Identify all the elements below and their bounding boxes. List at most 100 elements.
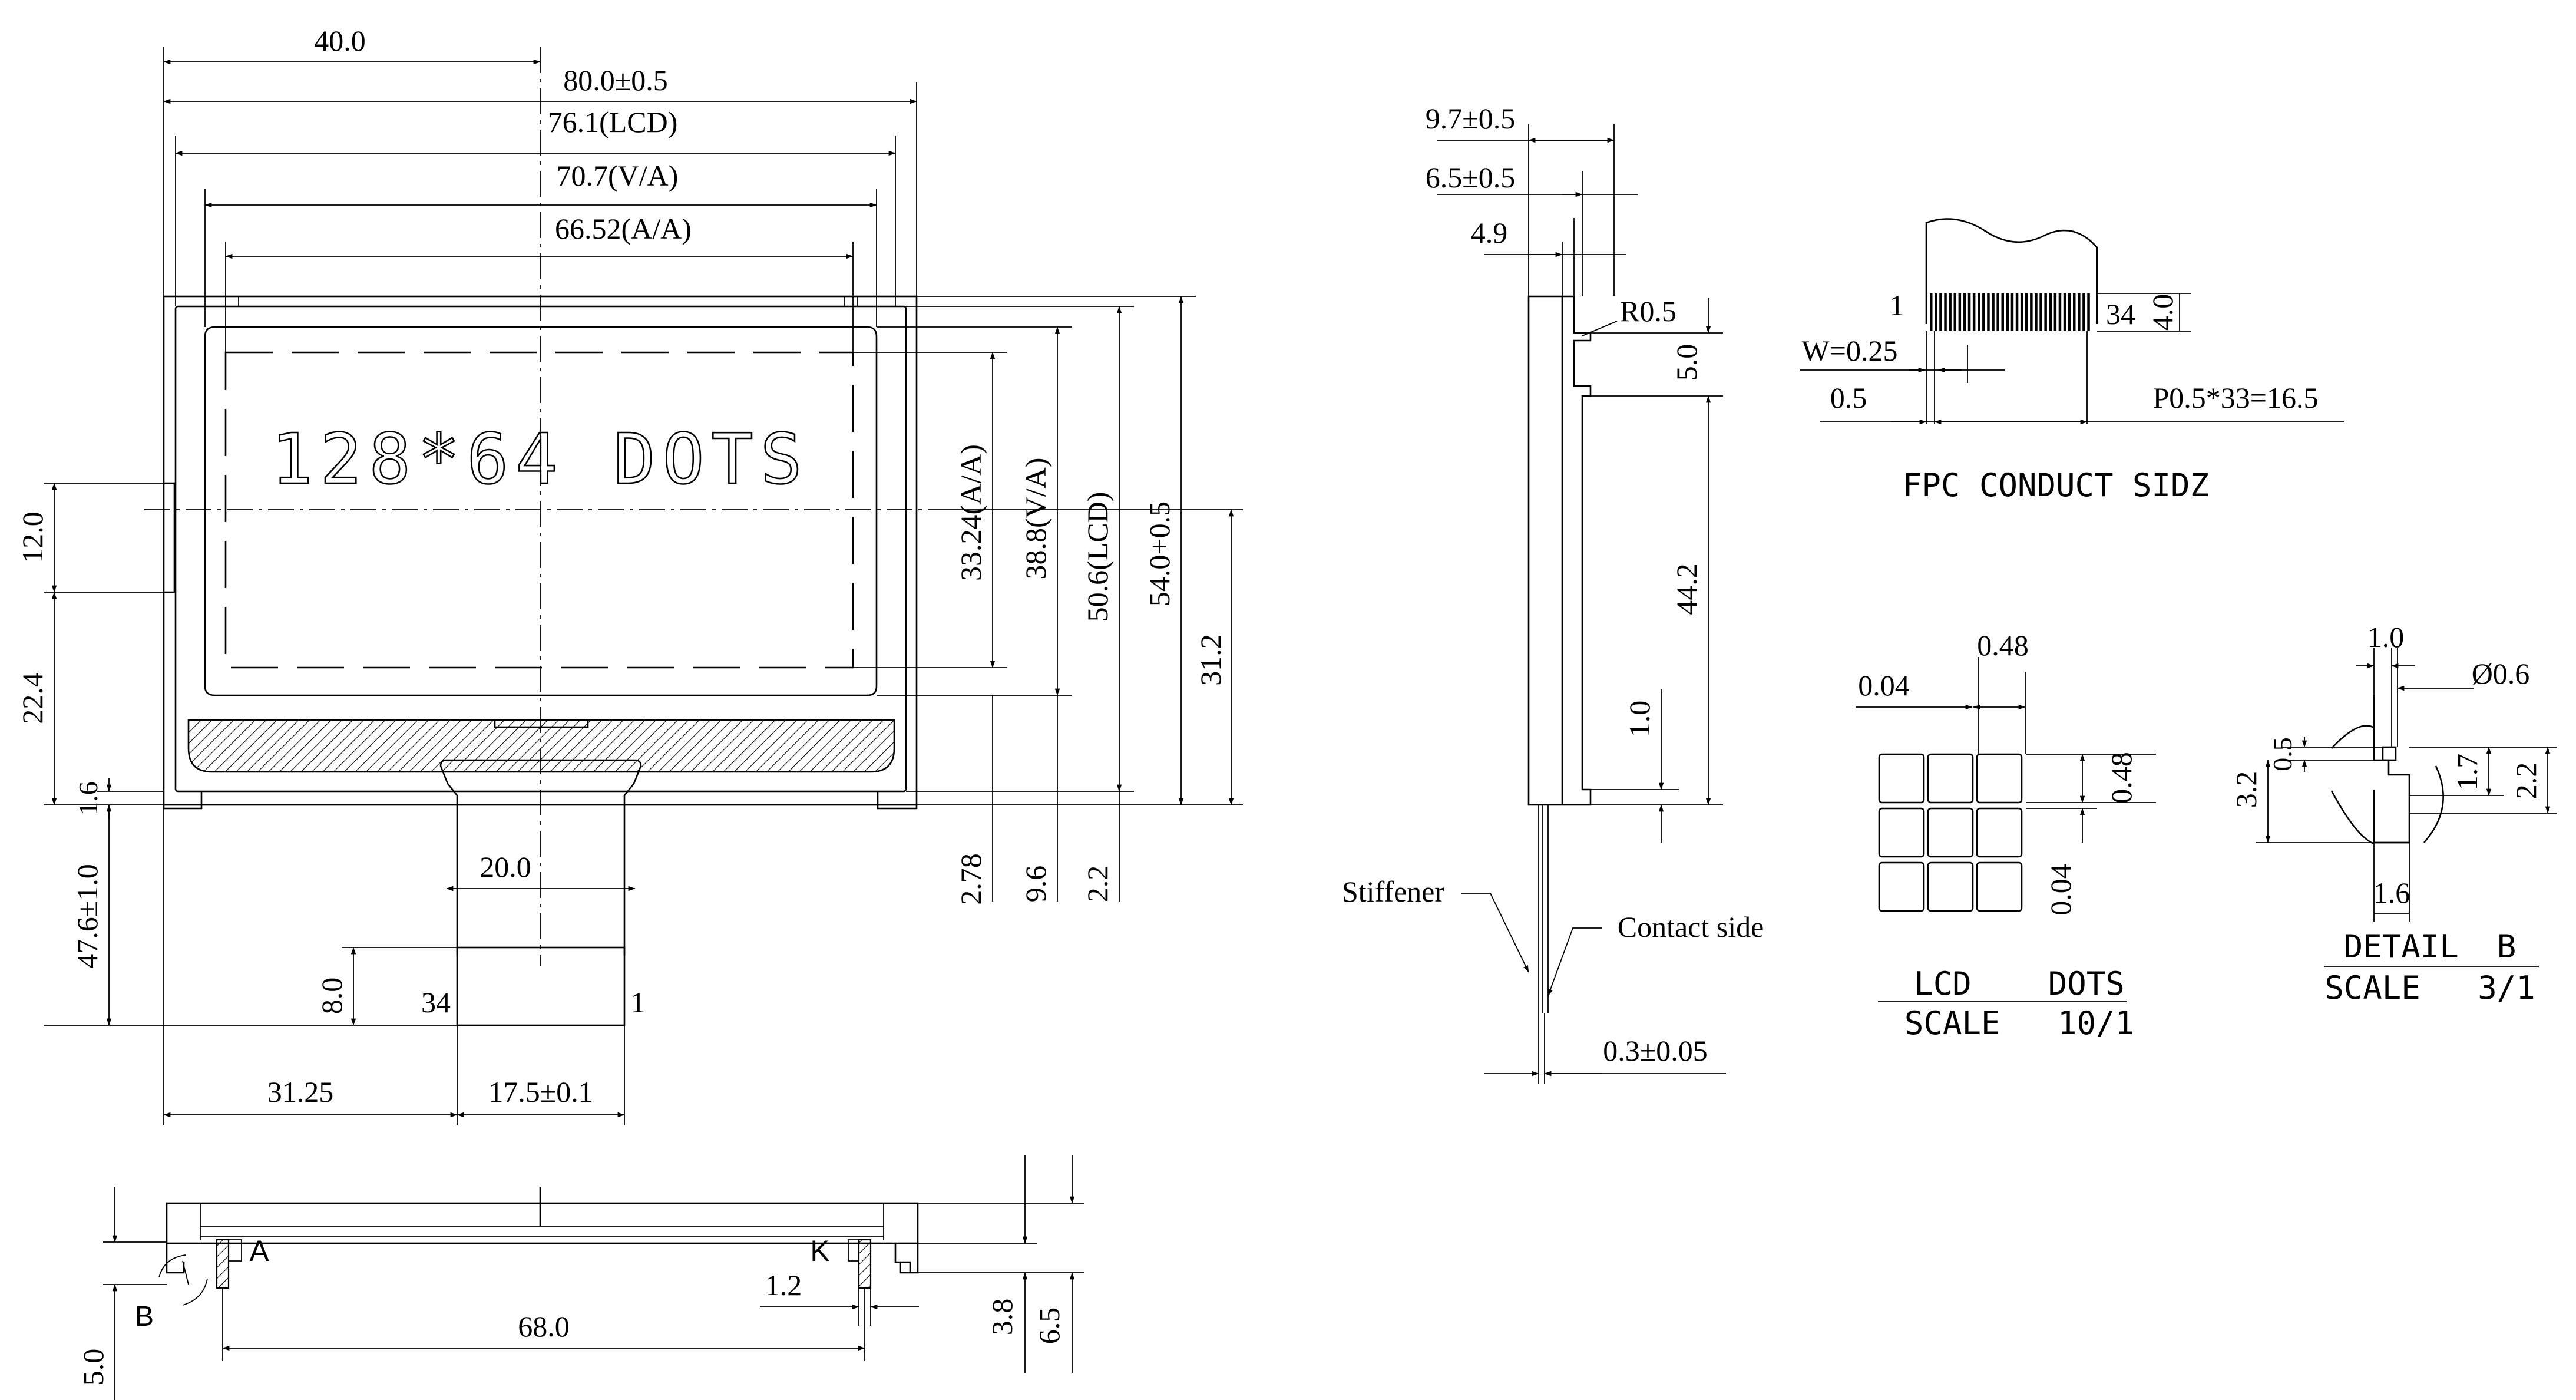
dim-17-5: 17.5±0.1 (488, 1075, 593, 1108)
detail-b-scale: SCALE 3/1 (2324, 969, 2535, 1006)
dim-1-6: 1.6 (73, 781, 103, 815)
fpc-contact-pad (2015, 293, 2019, 331)
fpc-side (1538, 805, 1549, 1013)
dim-va-height: 38.8(V/A) (1019, 458, 1052, 580)
stiffener-label: Stiffener (1342, 875, 1444, 908)
fpc-contact-pad (2001, 293, 2004, 331)
fpc-contact-pad (2058, 293, 2062, 331)
bottom-dim-6-5: 6.5 (1033, 1307, 1066, 1345)
fpc-width-label: W=0.25 (1802, 334, 1898, 367)
dim-aa-width: 66.52(A/A) (555, 212, 692, 245)
fpc-contact-pad (1996, 293, 1999, 331)
dim-fpc-width: 20.0 (480, 850, 531, 883)
fpc-contact-pad (1944, 293, 1947, 331)
lcd-glass-outline (174, 305, 907, 793)
dim-outline-height: 54.0+0.5 (1143, 501, 1176, 606)
fpc-contact-pad (2020, 293, 2023, 331)
detail-b-title: DETAIL B (2344, 928, 2517, 965)
lcd-dot (1976, 753, 2023, 804)
led-pin-a (216, 1239, 230, 1289)
dim-31-2: 31.2 (1194, 634, 1227, 686)
bottom-outline (166, 1202, 919, 1244)
dim-9-7: 9.7±0.5 (1426, 102, 1515, 135)
fpc-contact-pad (1978, 293, 1980, 331)
fpc-contact-pad (1992, 293, 1995, 331)
dim-9-6: 9.6 (1019, 866, 1052, 903)
detail-b-dim-1-6: 1.6 (2373, 876, 2410, 909)
lcd-dot (1927, 861, 1974, 912)
fpc-contact-pad (1949, 293, 1952, 331)
front-view: 128*64 DOTS 40.0 80.0±0.5 76.1(LCD) 70.7… (16, 24, 1243, 1125)
dim-outline-width: 80.0±0.5 (563, 64, 667, 97)
fpc-contact-pad (2078, 293, 2081, 331)
fpc-dim-0-5: 0.5 (1830, 381, 1867, 414)
side-profile (1527, 295, 1592, 806)
detail-b-dim-2-2: 2.2 (2509, 762, 2542, 800)
fpc-contact-pad (2063, 293, 2066, 331)
detail-b-dim-diameter: Ø0.6 (2472, 657, 2530, 690)
fpc-tail (439, 759, 642, 956)
fpc-end-outline (1925, 218, 2098, 324)
fpc-detail-title: FPC CONDUCT SIDZ (1903, 467, 2209, 504)
dim-6-5: 6.5±0.5 (1426, 161, 1515, 194)
bottom-dim-3-8: 3.8 (986, 1299, 1019, 1336)
side-notch (164, 482, 176, 593)
led-anode-label: A (249, 1234, 269, 1267)
fpc-contact-pad (2035, 293, 2038, 331)
fpc-contact-pad (2030, 293, 2033, 331)
dots-dim-0-48-right: 0.48 (2105, 752, 2138, 804)
viewing-area-outline (204, 326, 878, 696)
dim-1-0: 1.0 (1623, 701, 1656, 738)
dim-lcd-height: 50.6(LCD) (1081, 492, 1114, 622)
dim-68: 68.0 (518, 1310, 570, 1343)
fpc-contact-pads (1930, 293, 2090, 331)
fpc-contact-pad (1987, 293, 1990, 331)
dim-4-9: 4.9 (1471, 216, 1508, 249)
contact-side-label: Contact side (1618, 910, 1764, 943)
fpc-dim-4-0: 4.0 (2146, 294, 2179, 331)
detail-b-callout-circle (158, 1254, 208, 1306)
bottom-view: A K B 1.2 68.0 5.0 3.8 6.5 (77, 1155, 1084, 1400)
fpc-contact-pad (2039, 293, 2042, 331)
detail-b-dim-3-2: 3.2 (2230, 771, 2263, 808)
dim-lcd-width: 76.1(LCD) (548, 105, 678, 138)
fpc-contact-pad (2073, 293, 2076, 331)
fpc-conduct-detail: 1 34 4.0 W=0.25 0.5 P0.5*33=16.5 FPC CON… (1800, 218, 2344, 504)
led-pin-k (858, 1239, 872, 1289)
fpc-contact-pad (2010, 293, 2014, 331)
bezel-tabs (225, 296, 858, 306)
dots-dim-0-48-top: 0.48 (1977, 629, 2029, 662)
ic-bump (494, 719, 589, 728)
detail-b-dim-1-7: 1.7 (2451, 754, 2484, 791)
fpc-stiffener-area (456, 946, 626, 1026)
dim-2-2: 2.2 (1081, 866, 1114, 903)
dim-1-2: 1.2 (765, 1269, 802, 1302)
r-0-5-label: R0.5 (1620, 295, 1676, 328)
dim-aa-height: 33.24(A/A) (954, 444, 987, 581)
lcd-dot (1878, 807, 1925, 858)
dots-dim-0-04-left: 0.04 (1858, 669, 1910, 702)
fpc-contact-pad (2025, 293, 2028, 331)
width-dimensions: 40.0 80.0±0.5 76.1(LCD) 70.7(V/A) 66.52(… (163, 24, 917, 352)
bottom-feet (163, 791, 918, 810)
detail-b-dim-0-5: 0.5 (2267, 737, 2297, 771)
led-cathode-label: K (810, 1234, 829, 1267)
lcd-dot (1976, 807, 2023, 858)
fpc-contact-pad (1935, 293, 1937, 331)
fpc-contact-pad (1939, 293, 1942, 331)
detail-b: 1.0 Ø0.6 0.5 3.2 1.7 2.2 1.6 DETAIL B SC… (2230, 620, 2557, 1006)
side-view: 9.7±0.5 6.5±0.5 4.9 R0.5 5.0 44.2 1.0 St… (1342, 102, 1764, 1084)
lcd-dots-detail: 0.48 0.04 0.48 0.04 LCD DOTS SCALE 10/1 (1856, 629, 2156, 1042)
dim-12-0: 12.0 (16, 511, 49, 563)
fpc-pitch-label: P0.5*33=16.5 (2152, 381, 2318, 414)
dim-2-78: 2.78 (954, 853, 987, 905)
active-area-dashed (224, 351, 854, 669)
dim-44-2: 44.2 (1670, 563, 1703, 615)
fpc-contact-pad (2049, 293, 2052, 331)
lcd-dot (1878, 753, 1925, 804)
dim-40: 40.0 (314, 24, 366, 57)
fpc-contact-pad (2082, 293, 2085, 331)
dots-dim-0-04-right: 0.04 (2044, 864, 2077, 916)
dim-va-width: 70.7(V/A) (557, 159, 679, 192)
